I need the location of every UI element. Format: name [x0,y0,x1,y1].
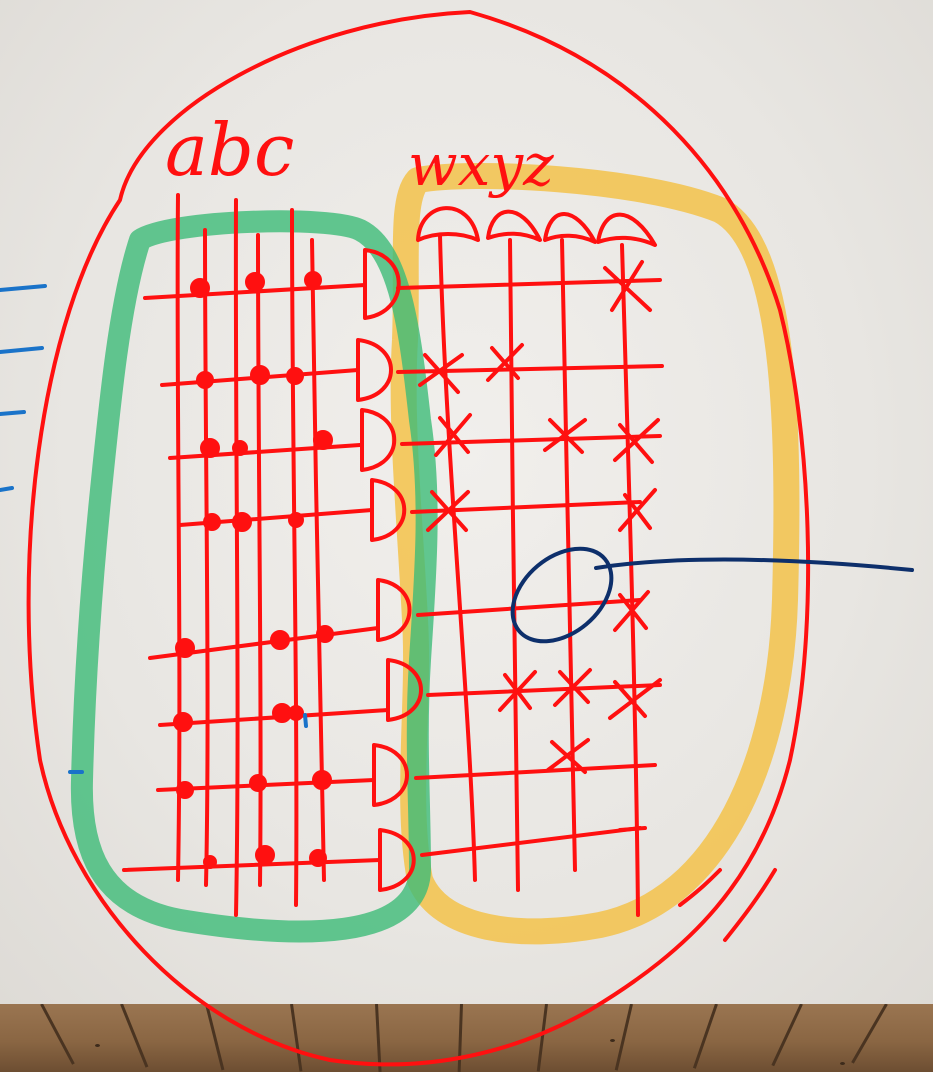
or-plane-row [400,434,662,446]
or-connection-x [618,826,647,832]
or-connection-x [418,353,464,394]
or-connection-x [498,670,537,712]
or-gate-symbol [543,212,597,244]
or-connection-x [618,488,657,532]
and-gate-symbol [363,248,401,320]
and-connection-dot [196,371,214,389]
and-gate-symbol [378,828,416,892]
or-connection-x [613,590,650,632]
and-connection-dot [232,440,248,456]
and-vertical-line [310,238,326,882]
and-connection-dot [288,512,304,528]
or-vertical-line [620,243,640,917]
outer-oval [26,10,811,1067]
or-gate-symbol [486,209,542,242]
or-plane-row [414,763,657,780]
and-vertical-line [233,198,240,917]
inputs-label: abc [165,108,294,192]
and-vertical-line [175,193,182,882]
and-gate-symbol [360,408,397,472]
or-connection-x [553,668,592,707]
and-vertical-line [203,228,210,887]
floor-knot [840,1062,845,1065]
and-connection-dot [304,271,322,289]
and-connection-dot [203,855,217,869]
or-connection-x [543,418,587,454]
or-plane-row [420,826,642,857]
and-connection-dot [313,430,333,450]
or-connection-x [486,343,524,382]
or-vertical-line [438,233,477,882]
and-vertical-line [256,233,263,887]
and-connection-dot [173,712,193,732]
wooden-floor [0,1004,933,1072]
or-connection-x [426,490,470,532]
or-connection-x [434,413,472,457]
or-connection-x [546,738,590,774]
pointer-line [594,557,914,572]
and-vertical-line [290,208,299,907]
or-connection-x [608,678,662,720]
blue-margin-marks [0,284,308,774]
and-connection-dot [232,512,252,532]
or-vertical-line [508,238,520,892]
and-gate-symbol [356,338,393,402]
and-connection-dot [203,513,221,531]
and-connection-dot [200,438,220,458]
floor-knot [610,1039,615,1042]
blue-dash-mark [0,284,47,292]
and-connection-dot [245,272,265,292]
and-gate-symbol [386,658,423,722]
and-connection-dot [316,625,334,643]
and-gate-symbol [370,478,407,542]
product-line [122,858,382,872]
and-connection-dot [249,774,267,792]
navy-annotation [510,546,914,644]
highlight-circle [510,546,614,644]
or-gate-symbol [596,212,657,247]
and-gate-symbol [376,578,412,642]
or-gate-symbol [416,206,480,242]
product-line [168,443,362,460]
or-connection-x [613,418,660,464]
blue-dash-mark [303,713,308,728]
and-connection-dot [286,367,304,385]
and-connection-dot [312,770,332,790]
green-highlight-and-plane [70,210,438,943]
and-connection-dot [288,705,304,721]
and-gate-symbol [372,743,409,807]
and-connection-dot [309,849,327,867]
oval-stroke-tail [723,868,777,942]
blue-dash-mark [0,346,44,354]
blue-dash-mark [0,410,26,416]
and-connection-dots [173,271,334,869]
floor-knot [95,1044,100,1047]
outputs-label: wxyz [408,131,554,199]
or-vertical-line [560,238,577,872]
and-connection-dot [255,845,275,865]
oval-stroke-tail [678,868,722,907]
and-connection-dot [176,781,194,799]
and-connection-dot [175,638,195,658]
and-connection-dot [190,278,210,298]
and-connection-dot [250,365,270,385]
blue-dash-mark [0,486,14,492]
and-connection-dot [270,630,290,650]
or-connection-x [603,260,652,312]
